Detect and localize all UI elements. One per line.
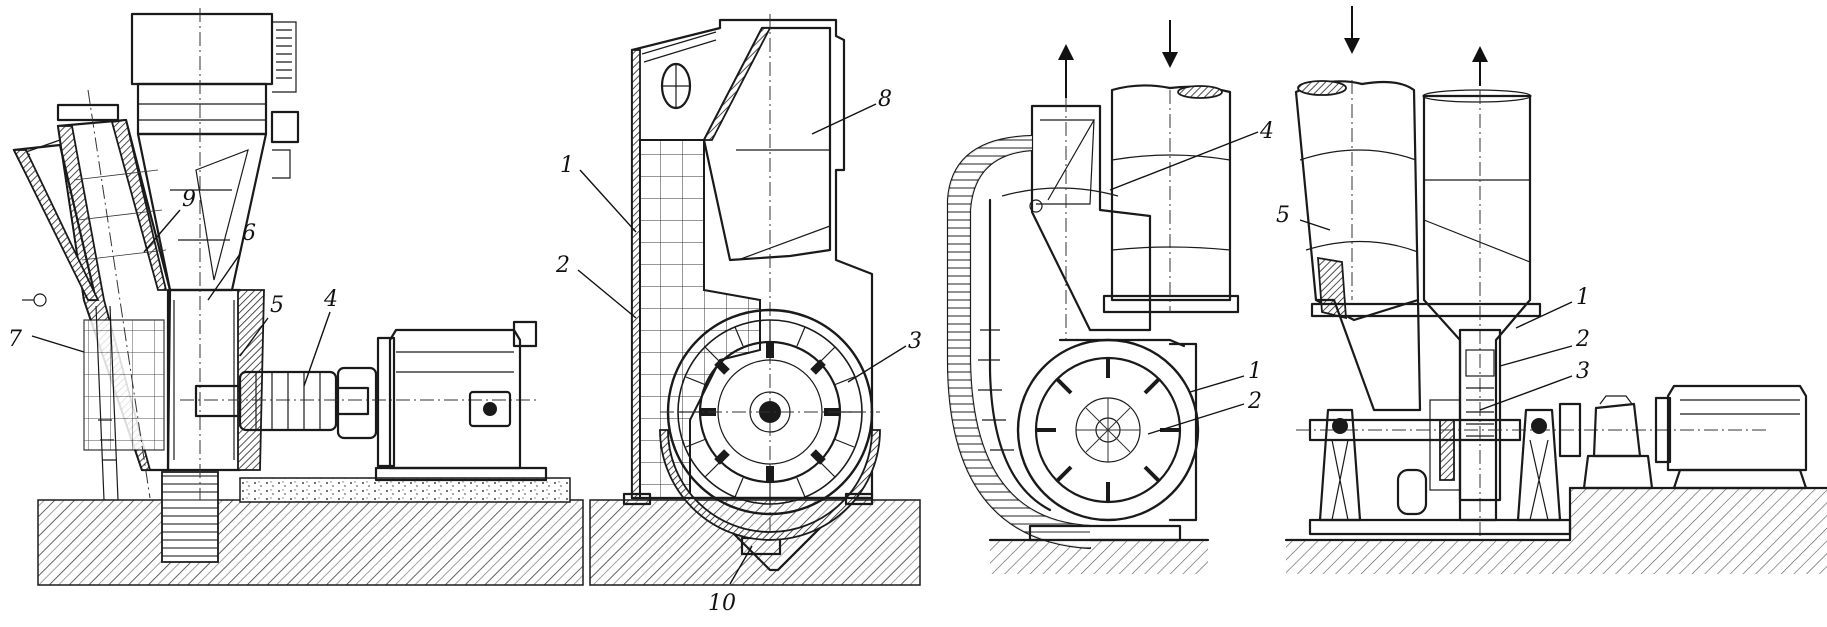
vertical-shaft-a: [166, 288, 242, 472]
bunker-a: [130, 12, 274, 86]
spring-assembly-a: [272, 21, 297, 93]
figure-mill-a: 9 6 5 4 7: [8, 8, 584, 586]
inner-cone-b: [702, 26, 832, 262]
down-arrow-icon: [1344, 6, 1360, 54]
spiral-duct-hatch-c: [948, 136, 1090, 548]
raised-foundation-d: [1570, 488, 1827, 574]
up-arrow-icon: [1058, 44, 1074, 98]
motor-d: [1666, 384, 1808, 472]
callout-d-2: 2: [1575, 327, 1590, 352]
shaft-a: [334, 386, 370, 416]
callout-a-7: 7: [8, 327, 22, 352]
shaft-d: [1308, 418, 1522, 442]
inlet-pipe-d: [1294, 80, 1420, 322]
rotor-c: [1016, 338, 1200, 522]
leaders-a: [31, 209, 331, 387]
down-arrow-icon: [1162, 20, 1178, 68]
callout-a-5: 5: [270, 293, 284, 318]
grid-column-b: [639, 139, 761, 499]
bottom-pocket-b: [726, 526, 822, 572]
callout-d-5: 5: [1276, 203, 1290, 228]
inner-grid-a: [83, 319, 165, 451]
foundation-d: [1286, 540, 1586, 574]
up-arrow-icon: [1472, 46, 1488, 86]
separator-c: [1030, 104, 1152, 332]
foundation-b: [589, 499, 921, 586]
callout-d-3: 3: [1576, 359, 1590, 384]
callout-b-2: 2: [555, 253, 570, 278]
callout-d-1: 1: [1576, 285, 1590, 310]
rotor-housing-a: [237, 289, 265, 471]
leaders-b: [577, 103, 907, 585]
motor-a: [388, 328, 522, 470]
foundation-a: [37, 499, 584, 586]
leaders-d: [1299, 219, 1573, 411]
coupling-a: [336, 366, 378, 440]
callout-b-10: 10: [708, 591, 736, 616]
callout-c-1: 1: [1248, 359, 1262, 384]
motor-plinth-a: [239, 477, 571, 503]
terminal-box-a: [468, 390, 512, 428]
callout-a-9: 9: [182, 187, 196, 212]
callout-b-1: 1: [560, 153, 574, 178]
stair-grid-a: [161, 471, 219, 563]
inlet-pipe-c: [1110, 84, 1232, 302]
callout-c-4: 4: [1259, 119, 1274, 144]
callout-a-4: 4: [323, 287, 338, 312]
rotor-b: [660, 308, 880, 516]
figure-mill-c: 4 1 2: [946, 20, 1274, 574]
figure-mill-d: 5 1 2 3: [1276, 6, 1827, 574]
figure-mill-b: 8 1 2 3 10: [555, 14, 922, 616]
callout-a-6: 6: [242, 221, 256, 246]
foundation-c: [990, 540, 1208, 574]
callout-c-2: 2: [1247, 389, 1262, 414]
callout-b-3: 3: [908, 329, 922, 354]
leaders-c: [1109, 131, 1259, 435]
coupling-d: [1558, 402, 1582, 458]
callout-b-8: 8: [878, 87, 892, 112]
